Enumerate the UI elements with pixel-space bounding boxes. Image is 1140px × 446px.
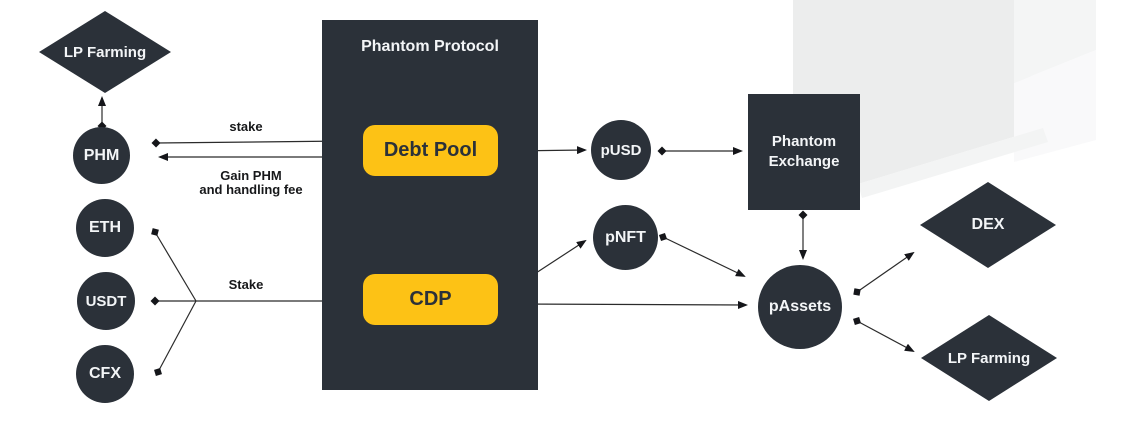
node-debt-pool-label: Debt Pool: [383, 139, 478, 161]
node-pnft: pNFT: [593, 205, 658, 270]
node-debt-pool: Debt Pool: [363, 125, 498, 176]
node-passets-label: pAssets: [768, 298, 832, 315]
node-usdt-label: USDT: [85, 292, 127, 310]
edge-pnft-to-passets: [658, 232, 746, 277]
node-usdt: USDT: [77, 272, 135, 330]
node-eth: ETH: [76, 199, 134, 257]
edge-phm-to-debt-pool-stake: [151, 137, 349, 148]
node-pusd-label: pUSD: [600, 141, 642, 159]
node-phm-label: PHM: [83, 146, 120, 164]
edge-cfx-to-junction: [154, 300, 197, 376]
node-pusd: pUSD: [591, 120, 651, 180]
node-lp-farming-right-label: LP Farming: [947, 349, 1031, 367]
node-eth-label: ETH: [89, 219, 121, 236]
node-cdp-label: CDP: [409, 288, 452, 310]
edge-label-gain-phm: Gain PHM and handling fee: [199, 168, 303, 198]
node-lp-farming-left-label: LP Farming: [63, 43, 147, 61]
decor-shape-upper-right: [1014, 0, 1096, 83]
node-phm: PHM: [73, 127, 130, 184]
decor-shape-floor: [858, 128, 1048, 198]
node-cdp: CDP: [363, 274, 498, 325]
node-phantom-exchange: Phantom Exchange: [748, 94, 860, 210]
edge-label-stake-phm: stake: [229, 119, 263, 134]
edge-passets-to-dex: [853, 251, 915, 296]
edge-cdp-to-passets: [508, 299, 748, 309]
node-phantom-exchange-label: Phantom Exchange: [768, 132, 840, 170]
node-cfx-label: CFX: [89, 365, 121, 382]
edge-label-stake-collateral: Stake: [228, 277, 264, 292]
edge-eth-to-junction: [151, 228, 197, 302]
node-dex-label: DEX: [971, 216, 1005, 233]
phantom-protocol-title: Phantom Protocol: [361, 38, 499, 55]
node-pnft-label: pNFT: [605, 228, 646, 246]
edge-passets-to-lp-farming: [853, 317, 915, 352]
node-passets: pAssets: [758, 265, 842, 349]
node-phantom-protocol: Phantom Protocol: [322, 20, 538, 390]
node-cfx: CFX: [76, 345, 134, 403]
